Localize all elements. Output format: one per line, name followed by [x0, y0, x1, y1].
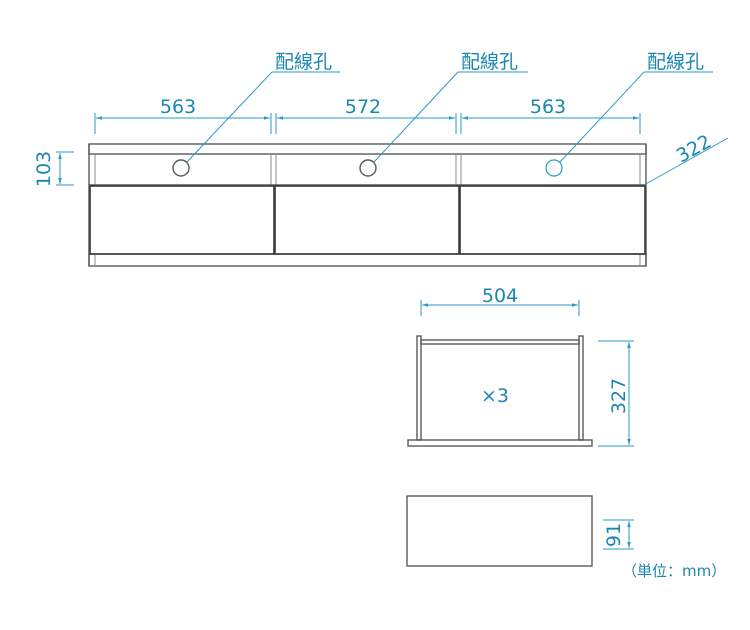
upper-height-dim-label: 103 [33, 151, 55, 187]
drawer-front-panel [407, 439, 593, 447]
drawer-front-height-dim-label: 91 [603, 523, 625, 547]
cabinet-front-view [88, 143, 647, 267]
drawer-front-2 [274, 185, 460, 255]
depth-dimension: 322 [643, 131, 729, 186]
drawer-front-view: 91 [406, 495, 634, 567]
drawer-front-outline [406, 495, 593, 567]
drawer-left-side [416, 335, 422, 441]
drawer-front-1 [89, 185, 275, 255]
drawer-right-side [578, 335, 584, 441]
width-dim-right: 563 [530, 96, 566, 118]
drawer-depth-dim-label: 327 [608, 378, 630, 414]
drawer-width-dim-label: 504 [482, 285, 518, 307]
width-dim-center: 572 [345, 96, 381, 118]
wire-hole-2-icon [359, 159, 377, 177]
drawer-top-view: ×3 504 327 [407, 285, 634, 447]
drawer-front-3 [459, 185, 646, 255]
wire-hole-3-icon [545, 159, 563, 177]
upper-height-dimension: 103 [33, 151, 74, 187]
wire-hole-label-2: 配線孔 [461, 51, 518, 73]
wire-hole-label-1: 配線孔 [275, 51, 332, 73]
cabinet-top-board [88, 143, 647, 155]
depth-dim-label: 322 [673, 131, 715, 168]
width-dimensions: 563 572 563 [94, 96, 641, 134]
wire-hole-callouts: 配線孔 配線孔 配線孔 [186, 51, 713, 163]
wire-hole-1-icon [172, 159, 190, 177]
cabinet-bottom-board [88, 253, 647, 267]
width-dim-left: 563 [160, 96, 196, 118]
unit-note: （単位：mm） [622, 562, 727, 580]
drawer-back-panel [420, 339, 580, 345]
wire-hole-label-3: 配線孔 [647, 51, 704, 73]
drawer-count-label: ×3 [481, 385, 509, 407]
